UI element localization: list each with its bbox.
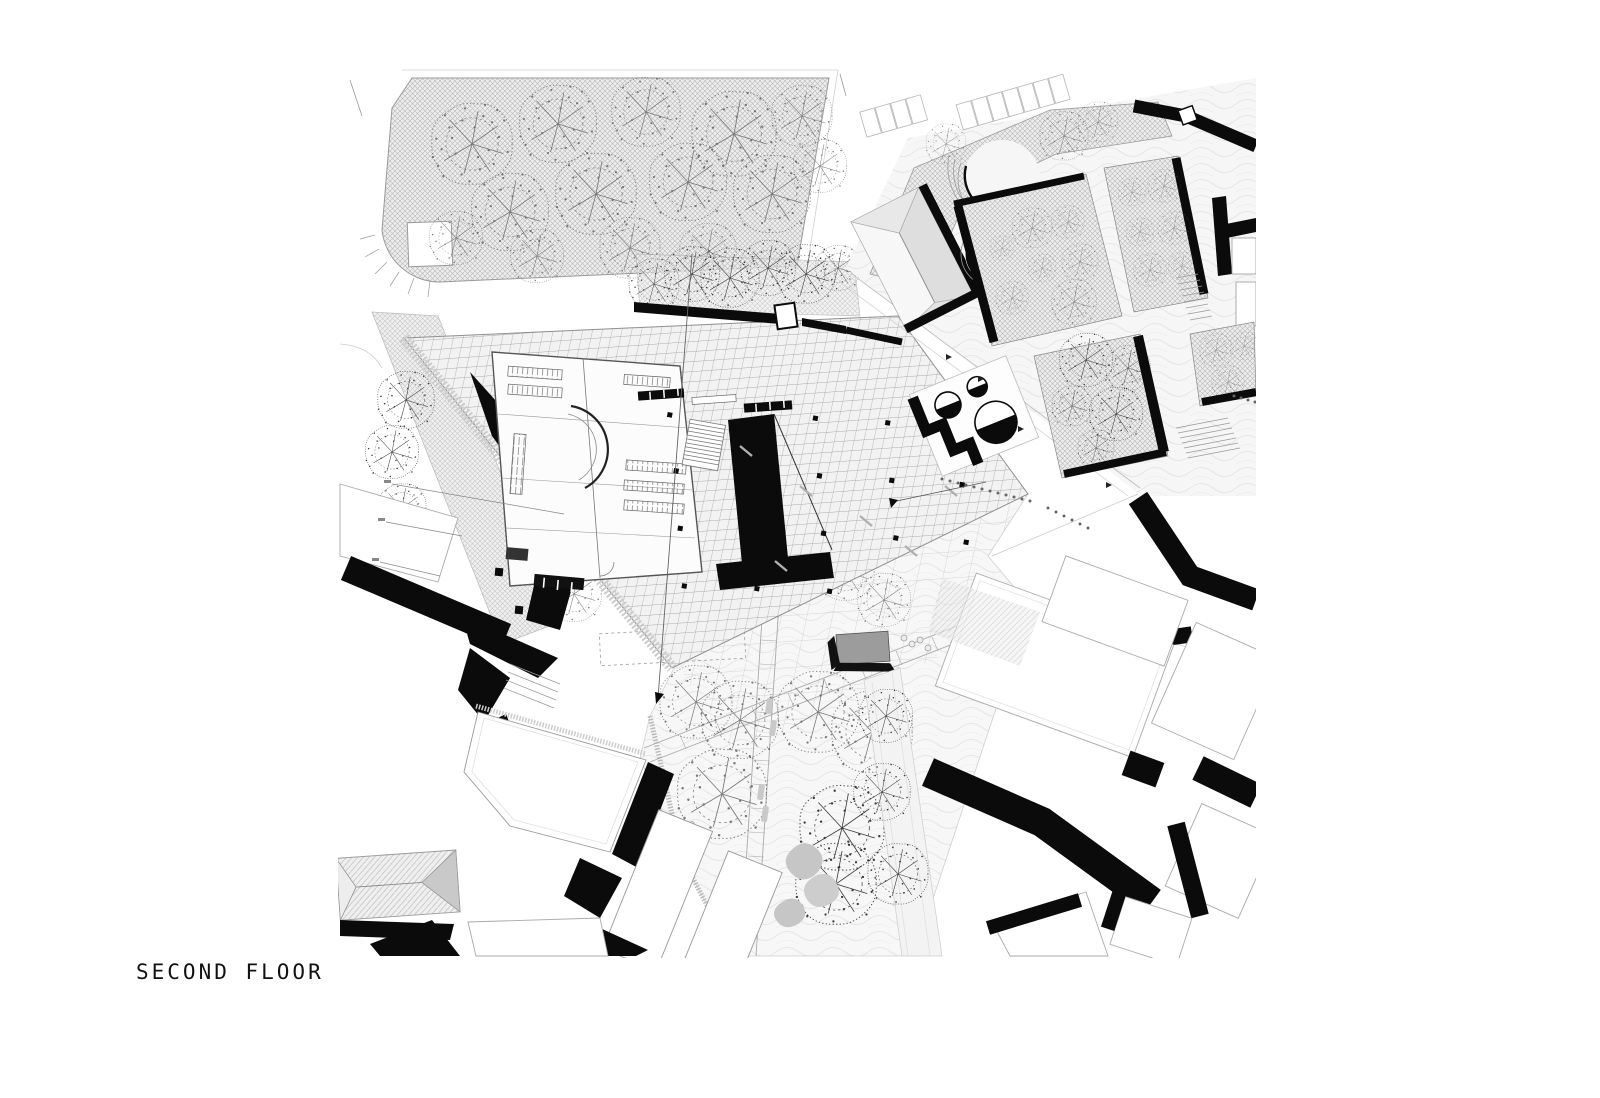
hipped-roof-building [849, 183, 983, 334]
plaza-paving-grid [676, 494, 1028, 756]
north-shadow-wall [634, 302, 780, 324]
northeast-courtyard-block [839, 73, 1256, 497]
hall-columns [666, 411, 970, 595]
flag-markers [946, 354, 1112, 488]
east-edge-buildings [1212, 196, 1256, 327]
interior-rooms [491, 351, 703, 615]
southeast-context-buildings [853, 491, 1256, 958]
ramp-dashes [739, 445, 958, 572]
bollard-dots [940, 394, 1256, 530]
skylight-box [773, 301, 799, 331]
silo-plate [907, 355, 1040, 477]
park-corner-stairs [359, 234, 431, 298]
court-garden-a [953, 172, 1123, 347]
sw-hipped-roof-building [338, 849, 461, 922]
main-building-plan [399, 240, 1029, 672]
dimension-leaders [379, 483, 565, 577]
site-plan-drawing [338, 69, 1256, 958]
court-garden-c [1033, 333, 1169, 479]
se-volume-3 [1150, 621, 1256, 761]
southwest-context-buildings [338, 483, 783, 958]
play-area-blobs [774, 843, 839, 928]
sw-volume-1 [339, 483, 459, 583]
tree-alley [853, 667, 943, 957]
sw-steps [503, 663, 561, 709]
sw-slab-buildings [601, 809, 783, 958]
park-area [359, 69, 847, 298]
kiosk-volume [827, 630, 896, 672]
se-shadow-band-1 [921, 758, 1161, 915]
annotation-lines [349, 73, 1256, 704]
benches [757, 697, 777, 823]
black-elbow-wall [1128, 491, 1256, 611]
floor-label: SECOND FLOOR [136, 960, 324, 984]
plaza-path-east-west [643, 613, 995, 763]
main-stair [681, 418, 727, 472]
se-volume-6 [1100, 888, 1193, 958]
se-shadow-band-2 [1192, 756, 1256, 808]
court-steps [1175, 273, 1241, 459]
furniture-rows [507, 365, 687, 515]
se-volume-2 [1041, 555, 1189, 667]
parking-stalls [859, 73, 1071, 138]
hall-L-wall [716, 414, 834, 590]
section-line [657, 253, 693, 699]
court-garden-e [1189, 321, 1256, 407]
service-bars [637, 387, 793, 413]
curved-wall [570, 404, 609, 489]
court-garden-b [1103, 155, 1209, 313]
sw-volume-2 [463, 703, 674, 868]
architectural-site-plan: SECOND FLOOR [40, 16, 1600, 1082]
